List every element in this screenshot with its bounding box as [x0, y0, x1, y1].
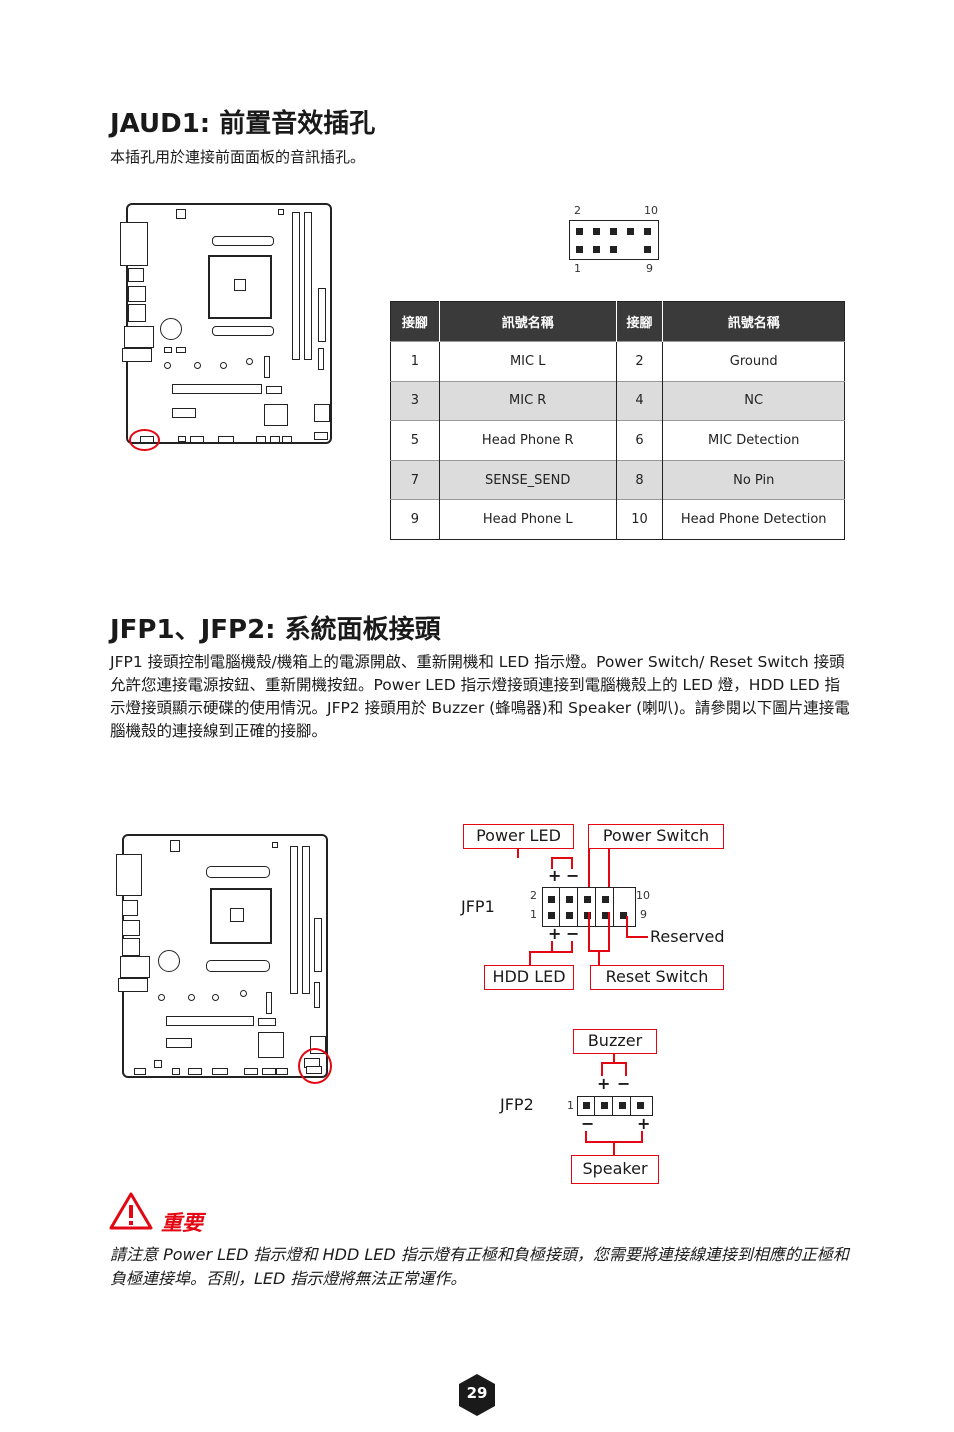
header-pin: 接腳	[616, 301, 664, 342]
page-number: 29	[466, 1384, 488, 1402]
table-cell: Ground	[662, 341, 845, 382]
buzzer-minus: −	[617, 1074, 631, 1093]
reset-switch-label: Reset Switch	[590, 965, 724, 990]
power-switch-label: Power Switch	[588, 824, 724, 849]
table-cell: MIC L	[439, 341, 617, 382]
reserved-label: Reserved	[650, 927, 725, 946]
table-row: 1 MIC L 2 Ground	[390, 341, 845, 382]
speaker-plus: +	[637, 1114, 651, 1133]
jfp1-pin-10: 10	[636, 889, 650, 902]
header-signal: 訊號名稱	[662, 301, 845, 342]
power-led-plus: +	[548, 866, 562, 885]
jaud1-highlight-circle	[129, 429, 160, 451]
table-cell: SENSE_SEND	[439, 459, 617, 500]
table-cell: 2	[616, 341, 664, 382]
jfp-paragraph: JFP1 接頭控制電腦機殼/機箱上的電源開啟、重新開機和 LED 指示燈。Pow…	[110, 653, 850, 740]
table-cell: MIC R	[439, 380, 617, 421]
jaud1-pin-table: 接腳 訊號名稱 接腳 訊號名稱 1 MIC L 2 Ground 3 MIC R…	[390, 301, 845, 540]
page-number-badge	[459, 1374, 495, 1416]
pin-label-2: 2	[574, 204, 581, 217]
jfp1-pin-9: 9	[640, 908, 647, 921]
table-cell: NC	[662, 380, 845, 421]
table-header-row: 接腳 訊號名稱 接腳 訊號名稱	[390, 301, 845, 342]
important-title: 重要	[161, 1211, 203, 1235]
table-cell: 10	[616, 499, 664, 540]
table-cell: 1	[390, 341, 440, 382]
jaud1-pin-header: 2 10 1 9	[560, 200, 670, 280]
hdd-led-minus: −	[566, 924, 580, 943]
table-cell: 8	[616, 459, 664, 500]
pin-label-9: 9	[646, 262, 653, 275]
jfp2-pin-header	[577, 1096, 653, 1116]
warning-icon	[109, 1192, 153, 1230]
pin-label-1: 1	[574, 262, 581, 275]
table-row: 9 Head Phone L 10 Head Phone Detection	[390, 499, 845, 540]
table-cell: No Pin	[662, 459, 845, 500]
header-signal: 訊號名稱	[439, 301, 617, 342]
jfp1-pin-2: 2	[530, 889, 537, 902]
table-cell: Head Phone Detection	[662, 499, 845, 540]
power-led-label: Power LED	[463, 824, 574, 849]
table-cell: Head Phone R	[439, 420, 617, 461]
table-row: 7 SENSE_SEND 8 No Pin	[390, 459, 845, 500]
hdd-led-label: HDD LED	[484, 965, 574, 990]
table-row: 3 MIC R 4 NC	[390, 380, 845, 421]
pin-label-10: 10	[644, 204, 658, 217]
table-cell: MIC Detection	[662, 420, 845, 461]
power-led-minus: −	[566, 866, 580, 885]
table-cell: 3	[390, 380, 440, 421]
jfp1-label: JFP1	[461, 897, 495, 916]
table-cell: 6	[616, 420, 664, 461]
speaker-minus: −	[581, 1114, 595, 1133]
buzzer-plus: +	[597, 1074, 611, 1093]
speaker-label: Speaker	[571, 1155, 659, 1184]
table-cell: 4	[616, 380, 664, 421]
jfp1-pin-1: 1	[530, 908, 537, 921]
motherboard-diagram-jaud1	[120, 200, 340, 451]
important-text: 請注意 Power LED 指示燈和 HDD LED 指示燈有正極和負極接頭，您…	[110, 1245, 849, 1288]
table-cell: 7	[390, 459, 440, 500]
jfp2-pin-1: 1	[567, 1099, 574, 1112]
motherboard-diagram-jfp	[114, 832, 334, 1086]
table-row: 5 Head Phone R 6 MIC Detection	[390, 420, 845, 461]
table-cell: 9	[390, 499, 440, 540]
hdd-led-plus: +	[548, 924, 562, 943]
jaud1-intro: 本插孔用於連接前面面板的音訊插孔。	[110, 148, 366, 166]
jfp-highlight-circle	[298, 1048, 332, 1084]
jaud1-title: JAUD1: 前置音效插孔	[110, 109, 376, 139]
header-pin: 接腳	[390, 301, 440, 342]
table-cell: Head Phone L	[439, 499, 617, 540]
buzzer-label: Buzzer	[573, 1029, 657, 1054]
jfp-title: JFP1、JFP2: 系統面板接頭	[110, 615, 441, 645]
jfp2-label: JFP2	[500, 1095, 534, 1114]
table-cell: 5	[390, 420, 440, 461]
